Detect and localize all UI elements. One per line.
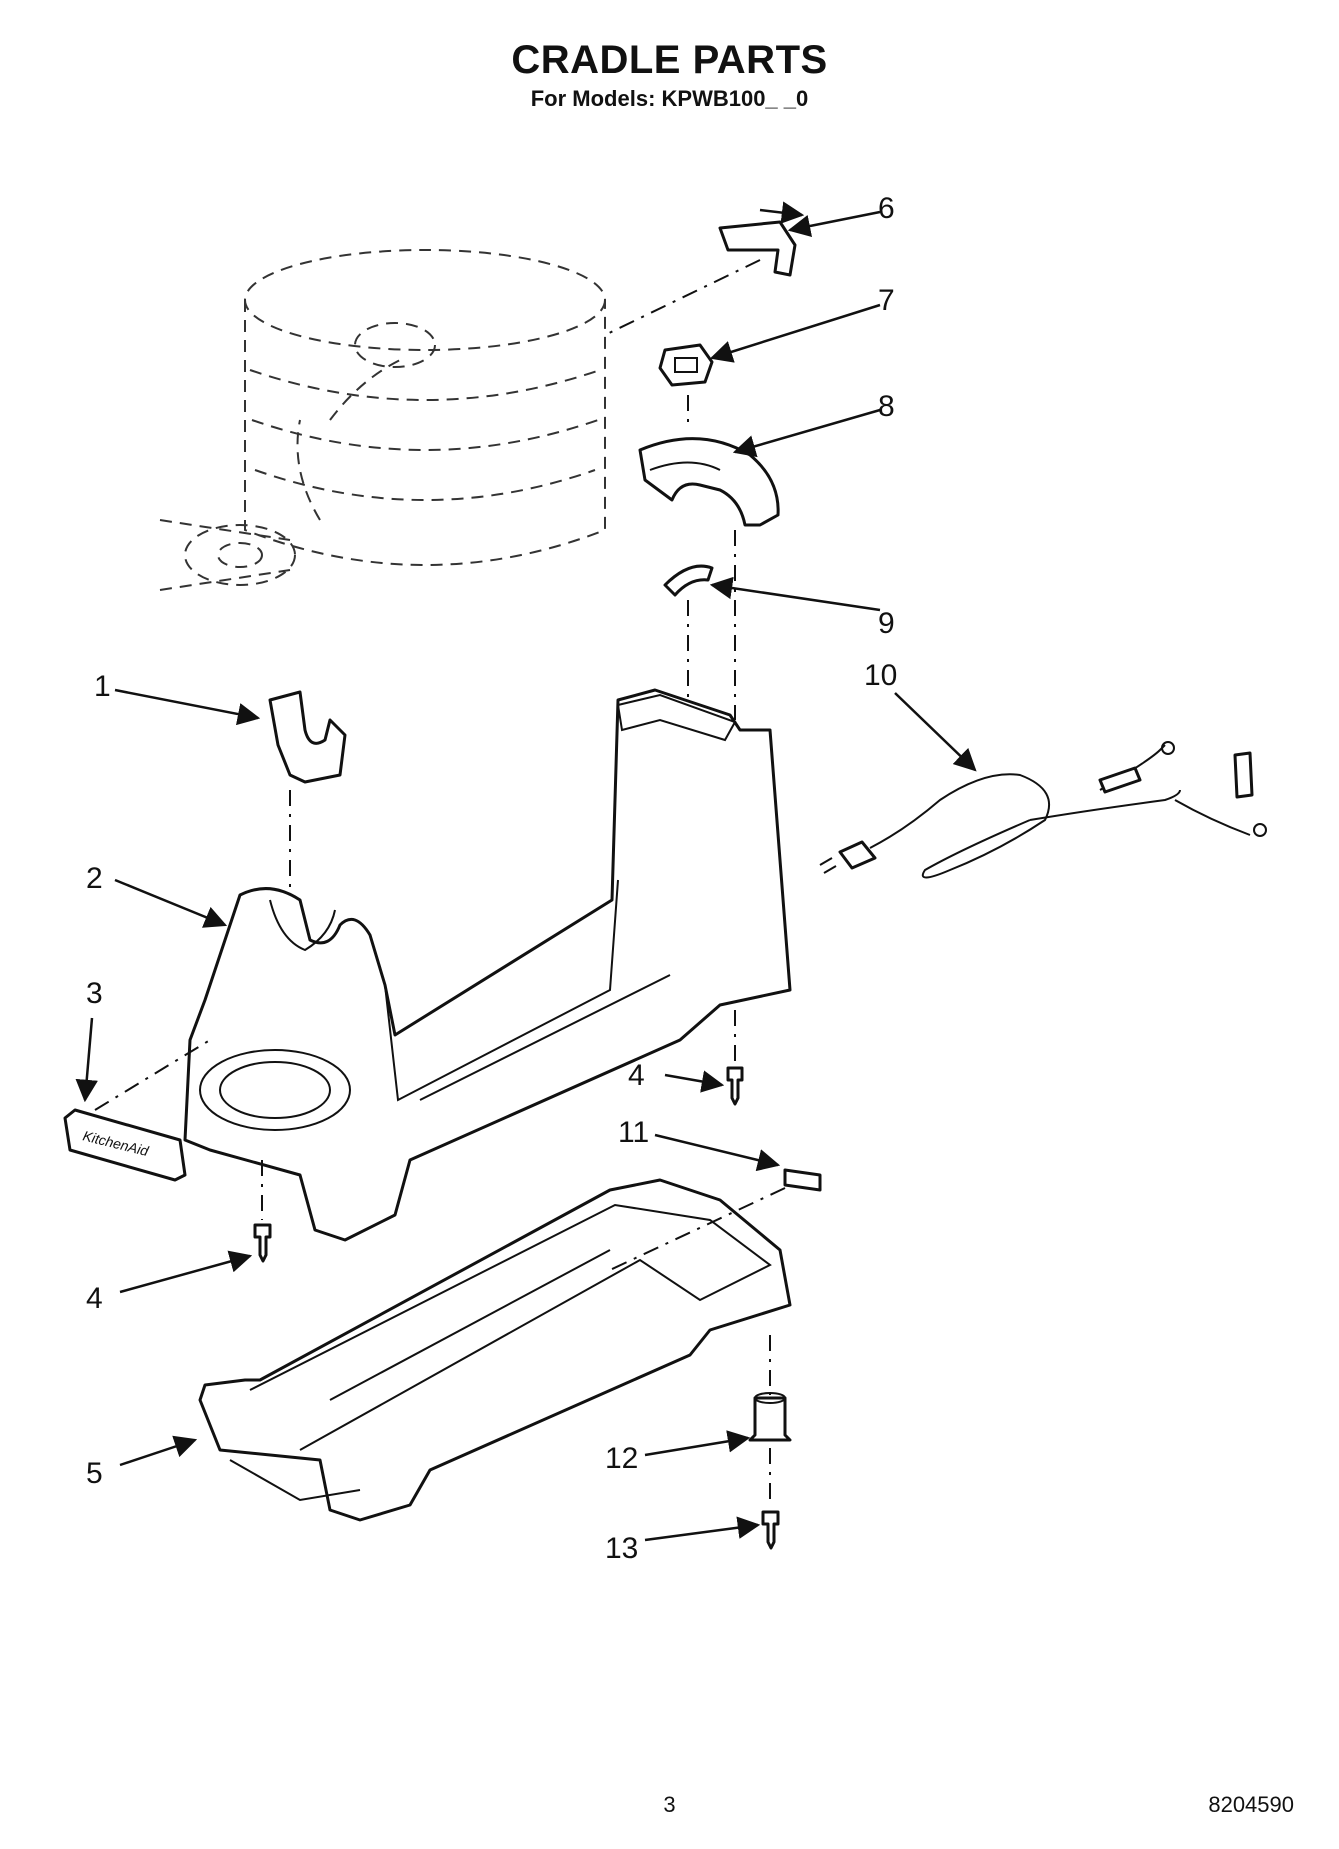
callout-13: 13 (605, 1532, 638, 1565)
page-number: 3 (663, 1792, 676, 1817)
part-5-base (198, 1178, 792, 1522)
part-4-screw-upper (726, 1066, 744, 1106)
part-9-clip (663, 564, 714, 597)
phantom-bowl-outline (159, 249, 606, 591)
assembly-line-6 (604, 259, 761, 336)
part-10-power-cord (819, 741, 1267, 879)
part-7-clip (658, 343, 714, 387)
callout-12: 12 (605, 1442, 638, 1475)
callout-11: 11 (618, 1116, 649, 1149)
part-8-cover (638, 437, 780, 527)
callout-1: 1 (94, 670, 111, 703)
assembly-line-3 (94, 1039, 211, 1111)
part-3-badge: KitchenAid (63, 1108, 187, 1182)
callout-6: 6 (878, 192, 895, 225)
assembly-line-11 (609, 1187, 786, 1271)
part-6-cap (718, 220, 797, 277)
part-2-cradle-frame (183, 688, 792, 1242)
callout-4-upper: 4 (628, 1059, 645, 1092)
part-1-support (268, 690, 347, 784)
callout-7: 7 (878, 284, 895, 317)
callout-3: 3 (86, 977, 103, 1010)
callout-10: 10 (864, 659, 897, 692)
callout-9: 9 (878, 607, 895, 640)
page-title: CRADLE PARTS (511, 38, 828, 82)
document-number: 8204590 (1208, 1792, 1294, 1817)
part-11-tab (783, 1168, 822, 1192)
callout-4-lower: 4 (86, 1282, 103, 1315)
callout-8: 8 (878, 390, 895, 423)
part-4-screw-lower (253, 1223, 272, 1263)
part-12-foot (748, 1392, 792, 1442)
callout-5: 5 (86, 1457, 103, 1490)
part-13-screw (761, 1510, 780, 1550)
callout-2: 2 (86, 862, 103, 895)
page-subtitle: For Models: KPWB100_ _0 (530, 86, 809, 111)
